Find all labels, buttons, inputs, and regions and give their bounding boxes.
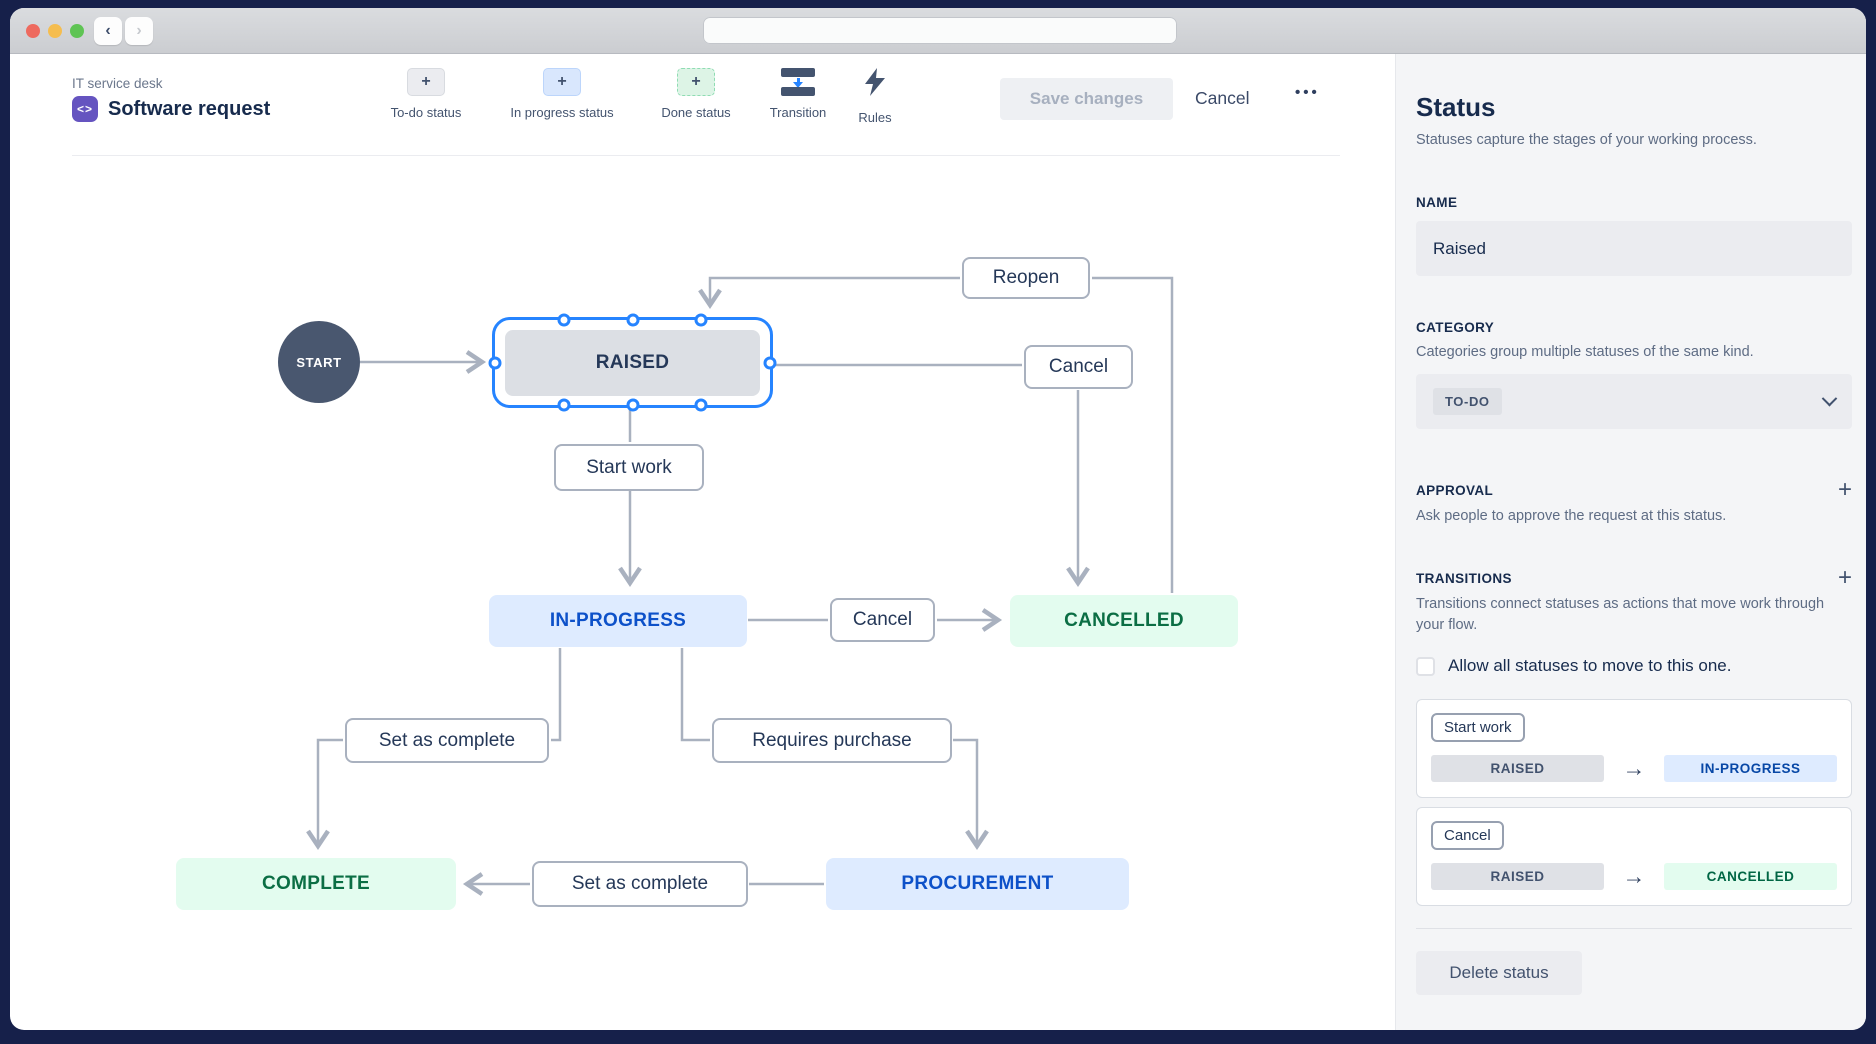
node-complete[interactable]: COMPLETE — [176, 858, 456, 910]
toolbar-item-transition: Transition — [723, 68, 873, 120]
node-start[interactable]: START — [278, 321, 360, 403]
to-status-pill: IN-PROGRESS — [1664, 755, 1837, 783]
back-button[interactable]: ‹ — [94, 17, 122, 45]
title-row: <> Software request — [72, 96, 270, 122]
transition-flow: RAISED → IN-PROGRESS — [1431, 755, 1837, 783]
add-transition-button[interactable]: + — [1837, 564, 1852, 592]
transition-card[interactable]: Cancel RAISED → CANCELLED — [1416, 807, 1852, 907]
page-title: Software request — [108, 97, 271, 120]
forward-button[interactable]: › — [125, 17, 153, 45]
transition-label-requires-purchase[interactable]: Requires purchase — [712, 718, 952, 763]
toolbar-item-rules: Rules — [800, 68, 950, 125]
resize-handle-left[interactable] — [488, 356, 502, 369]
arrow-right-icon: → — [1622, 755, 1646, 782]
transitions-section-label: TRANSITIONS — [1416, 570, 1512, 586]
minimize-window-button[interactable] — [48, 24, 62, 38]
zoom-window-button[interactable] — [70, 24, 84, 38]
lightning-bolt-icon[interactable] — [863, 68, 887, 96]
project-icon: <> — [72, 96, 98, 122]
cancel-button[interactable]: Cancel — [1195, 88, 1250, 108]
chevron-down-icon — [1821, 390, 1838, 407]
to-status-pill: CANCELLED — [1664, 863, 1837, 891]
resize-handle-bottom-right[interactable] — [694, 398, 708, 412]
resize-handle-bottom-center[interactable] — [626, 398, 639, 412]
resize-handle-top-left[interactable] — [557, 313, 571, 327]
transition-label-start-work[interactable]: Start work — [554, 444, 704, 491]
save-changes-button[interactable]: Save changes — [1000, 78, 1173, 120]
category-dropdown[interactable]: TO-DO — [1416, 374, 1852, 430]
delete-status-button[interactable]: Delete status — [1416, 951, 1582, 996]
name-section-label: NAME — [1416, 195, 1458, 211]
rules-label: Rules — [858, 110, 892, 125]
allow-all-label: Allow all statuses to move to this one. — [1448, 656, 1732, 676]
category-value-badge: TO-DO — [1433, 388, 1502, 416]
allow-all-row: Allow all statuses to move to this one. — [1416, 656, 1852, 676]
category-description: Categories group multiple statuses of th… — [1416, 344, 1754, 361]
transition-label-cancel-top[interactable]: Cancel — [1024, 345, 1133, 389]
panel-description: Statuses capture the stages of your work… — [1416, 132, 1757, 148]
status-panel: Status Statuses capture the stages of yo… — [1395, 54, 1866, 1030]
header-divider — [72, 155, 1340, 156]
node-raised[interactable]: RAISED — [505, 330, 760, 396]
sidebar-divider — [1416, 928, 1852, 930]
more-menu-button[interactable]: ••• — [1295, 84, 1320, 101]
add-done-status-button[interactable]: + — [677, 68, 715, 96]
resize-handle-right[interactable] — [763, 356, 777, 369]
add-inprogress-status-button[interactable]: + — [543, 68, 581, 96]
toolbar-item-todo-status: + To-do status — [351, 68, 501, 120]
toolbar-item-inprogress-status: + In progress status — [487, 68, 637, 120]
selection-outline[interactable] — [488, 313, 777, 412]
browser-titlebar: ‹ › — [10, 8, 1866, 54]
from-status-pill: RAISED — [1431, 863, 1604, 891]
panel-title: Status — [1416, 92, 1496, 122]
transition-label-reopen[interactable]: Reopen — [962, 257, 1090, 299]
transition-name-chip[interactable]: Start work — [1431, 713, 1525, 743]
allow-all-checkbox[interactable] — [1416, 656, 1435, 676]
node-in-progress[interactable]: IN-PROGRESS — [489, 595, 747, 647]
breadcrumb[interactable]: IT service desk — [72, 76, 163, 91]
resize-handle-bottom-left[interactable] — [557, 398, 571, 412]
resize-handle-top-right[interactable] — [694, 313, 708, 327]
close-window-button[interactable] — [26, 24, 40, 38]
transition-label-set-as-complete-bottom[interactable]: Set as complete — [532, 861, 748, 907]
transition-card[interactable]: Start work RAISED → IN-PROGRESS — [1416, 699, 1852, 799]
transitions-section-header: TRANSITIONS + — [1416, 564, 1852, 592]
category-section-label: CATEGORY — [1416, 320, 1495, 336]
resize-handle-top-center[interactable] — [626, 313, 639, 327]
transition-label: Transition — [769, 105, 827, 120]
todo-status-label: To-do status — [390, 105, 462, 120]
transition-name-chip[interactable]: Cancel — [1431, 821, 1504, 851]
url-bar[interactable] — [703, 17, 1177, 44]
transition-icon[interactable] — [781, 68, 815, 96]
node-cancelled[interactable]: CANCELLED — [1010, 595, 1238, 647]
transition-label-cancel-mid[interactable]: Cancel — [830, 598, 935, 642]
approval-description: Ask people to approve the request at thi… — [1416, 508, 1727, 525]
name-input[interactable]: Raised — [1416, 221, 1852, 277]
from-status-pill: RAISED — [1431, 755, 1604, 783]
app-window: ‹ › IT service desk <> Software request … — [10, 8, 1866, 1030]
arrow-right-icon: → — [1622, 863, 1646, 890]
inprogress-status-label: In progress status — [510, 105, 614, 120]
add-todo-status-button[interactable]: + — [407, 68, 445, 96]
toolbar-item-done-status: + Done status — [621, 68, 771, 120]
approval-section-header: APPROVAL + — [1416, 476, 1852, 504]
transition-flow: RAISED → CANCELLED — [1431, 863, 1837, 891]
node-procurement[interactable]: PROCUREMENT — [826, 858, 1129, 910]
transition-label-set-as-complete-left[interactable]: Set as complete — [345, 718, 549, 763]
add-approval-button[interactable]: + — [1837, 476, 1852, 504]
approval-section-label: APPROVAL — [1416, 482, 1494, 498]
done-status-label: Done status — [661, 105, 731, 120]
transitions-description: Transitions connect statuses as actions … — [1416, 596, 1825, 634]
